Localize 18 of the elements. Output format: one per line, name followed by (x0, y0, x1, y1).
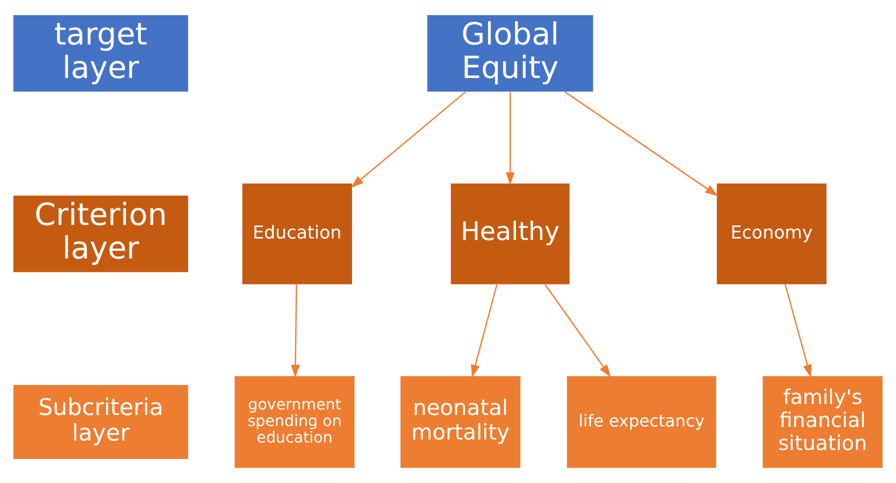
arrow (350, 91, 466, 188)
node-box: life expectancy (566, 376, 716, 468)
arrow (471, 284, 498, 378)
node-box: neonatal mortality (400, 376, 520, 468)
arrow (544, 284, 611, 378)
node-box: target layer (13, 15, 188, 92)
node-box: Subcriteria layer (13, 385, 188, 459)
arrow (564, 91, 718, 196)
node-box: Education (242, 183, 352, 284)
node-box: Economy (716, 183, 826, 284)
node-box: Healthy (450, 183, 570, 284)
arrow (506, 92, 515, 186)
arrow (290, 284, 300, 378)
node-box: Global Equity (427, 15, 594, 92)
node-box: Criterion layer (13, 196, 188, 272)
node-box: government spending on education (234, 376, 355, 468)
node-box: family's financial situation (762, 376, 883, 468)
arrow (784, 284, 812, 378)
